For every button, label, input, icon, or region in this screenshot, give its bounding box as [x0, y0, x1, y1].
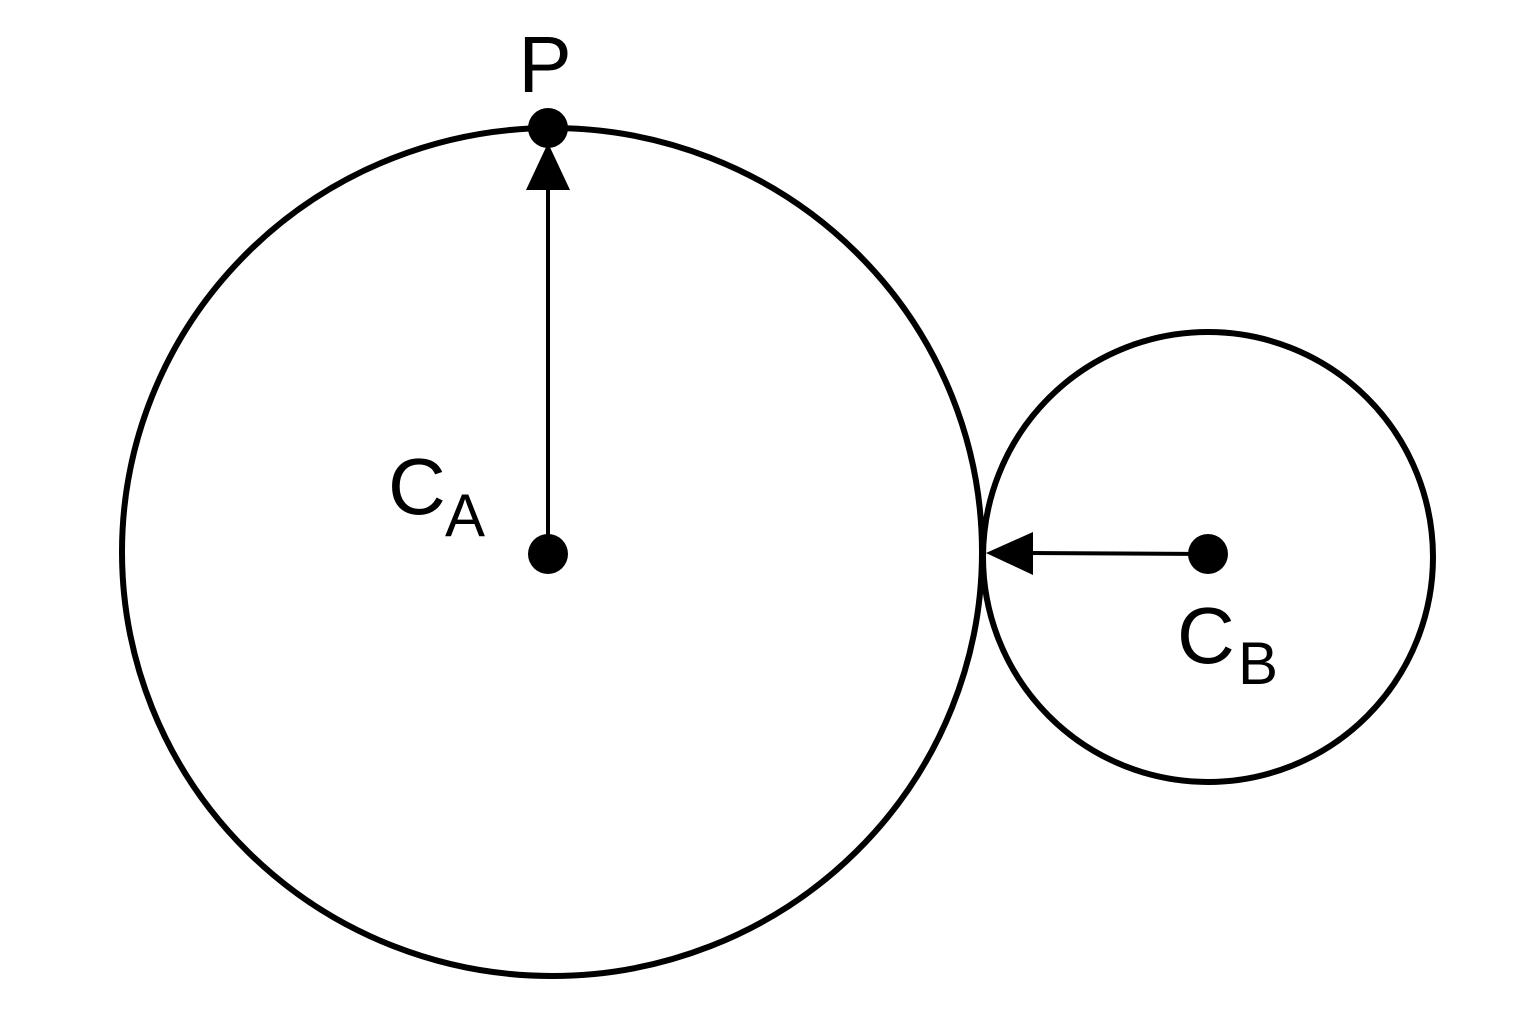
vector-ca-to-p-arrowhead: [526, 143, 570, 190]
vector-cb-to-tangent-arrowhead: [986, 532, 1033, 575]
center-a-label: C: [388, 442, 446, 531]
circle-b: [980, 329, 1436, 785]
center-b-label: C: [1177, 591, 1235, 680]
center-a-dot: [528, 534, 568, 574]
vector-cb-to-tangent-shaft: [1027, 551, 1208, 556]
center-b-dot: [1188, 534, 1228, 574]
point-p-label: P: [518, 20, 571, 109]
center-b-subscript: B: [1238, 630, 1278, 697]
center-a-subscript: A: [445, 482, 485, 549]
point-p-dot: [528, 108, 568, 148]
